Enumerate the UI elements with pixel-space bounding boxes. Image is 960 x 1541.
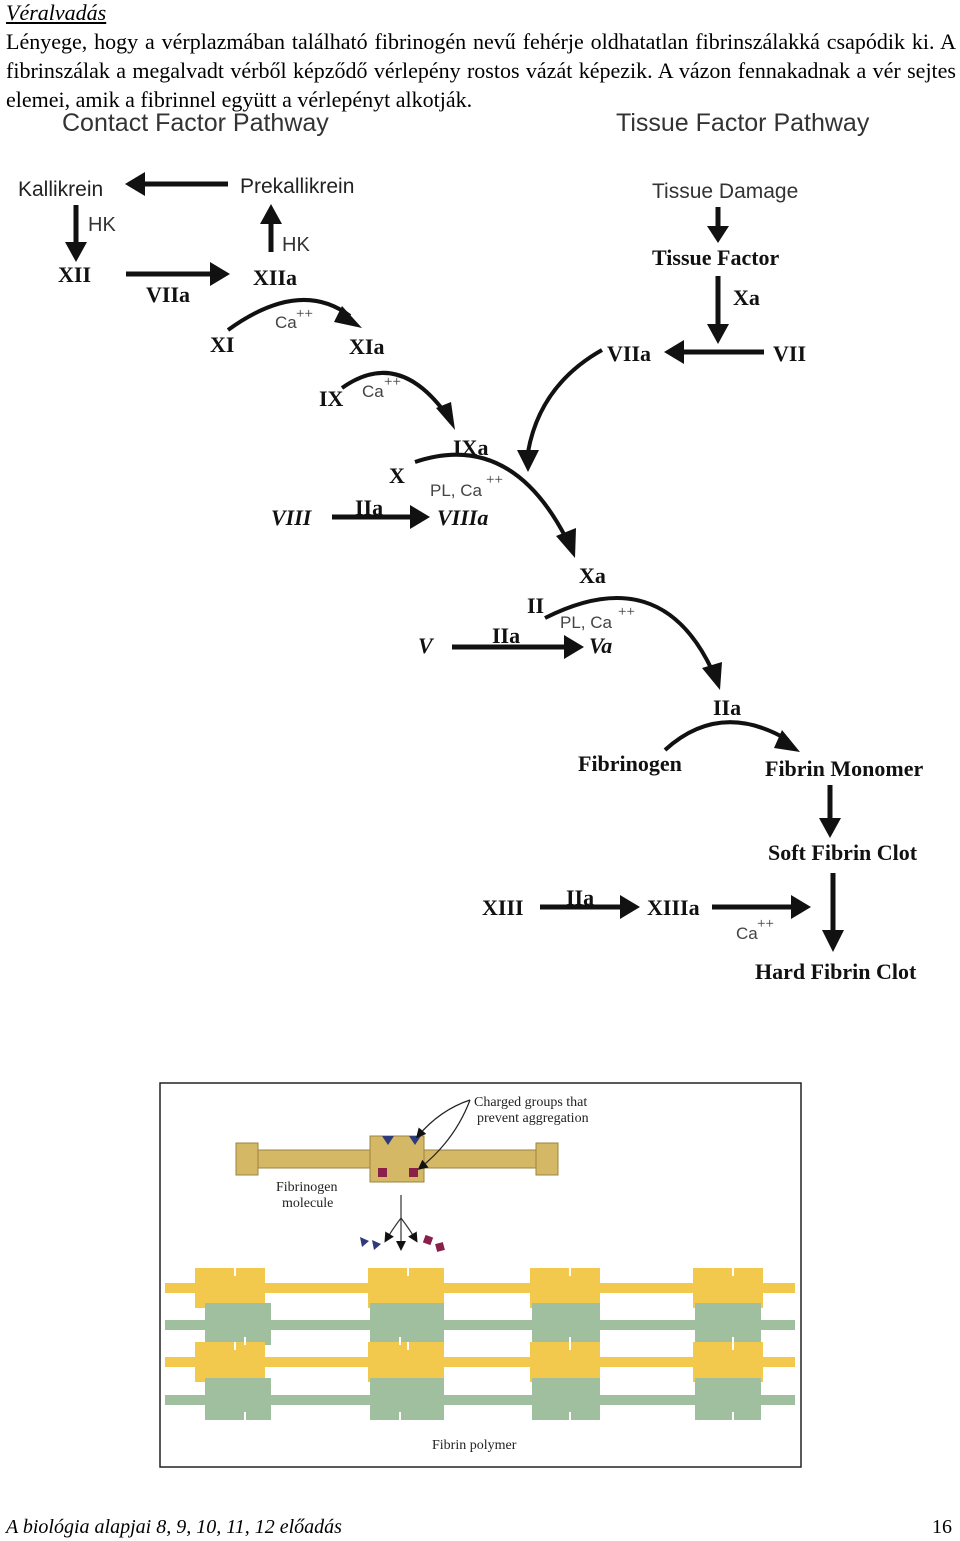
label-hk-2: HK: [282, 234, 310, 256]
label-tissue-factor: Tissue Factor: [652, 245, 780, 270]
arrowhead: [260, 204, 282, 224]
arrowhead: [65, 242, 87, 262]
label-v: V: [418, 633, 435, 658]
label-xa-right: Xa: [733, 285, 760, 310]
label-ix: IX: [319, 386, 344, 411]
label-tissue-damage: Tissue Damage: [652, 180, 798, 203]
charged-triangle: [382, 1136, 394, 1145]
label-xi: XI: [210, 332, 234, 357]
label-viii: VIII: [271, 505, 313, 530]
label-soft-clot: Soft Fibrin Clot: [768, 840, 918, 865]
label-viiia: VIIIa: [437, 505, 488, 530]
arrowhead: [125, 172, 145, 196]
label-iia-4: IIa: [566, 885, 594, 910]
arrowhead: [556, 528, 576, 558]
label-ca-3: Ca: [736, 924, 758, 943]
label-fibrinogen-molecule-1: Fibrinogen: [276, 1180, 337, 1195]
arrowhead: [819, 818, 841, 838]
superscript: ++: [486, 472, 503, 488]
cleavage-arrow: [400, 1217, 418, 1243]
curve-viia-xa: [526, 348, 603, 453]
superscript: ++: [296, 306, 313, 322]
label-ca-1: Ca: [275, 313, 297, 332]
page-number: 16: [932, 1516, 952, 1538]
label-hk-1: HK: [88, 214, 116, 236]
pointer-line: [416, 1099, 471, 1139]
arrowhead: [822, 930, 844, 952]
arrowhead: [707, 324, 729, 344]
label-fibrin-monomer: Fibrin Monomer: [765, 756, 923, 781]
label-fibrinogen-molecule-2: molecule: [282, 1196, 333, 1211]
label-vii: VII: [773, 341, 806, 366]
label-viia-right: VIIa: [607, 341, 651, 366]
label-ca-2: Ca: [362, 382, 384, 401]
label-pl-ca-2: PL, Ca: [560, 613, 613, 632]
superscript: ++: [757, 916, 774, 932]
label-iia-1: IIa: [355, 495, 383, 520]
arrowhead: [664, 340, 684, 364]
label-ii: II: [527, 593, 544, 618]
label-hard-clot: Hard Fibrin Clot: [755, 959, 917, 984]
released-square: [435, 1242, 445, 1252]
label-xa: Xa: [579, 563, 606, 588]
label-charged-groups-2: prevent aggregation: [477, 1111, 589, 1126]
label-xii: XII: [58, 262, 91, 287]
released-square: [422, 1234, 434, 1246]
label-prekallikrein: Prekallikrein: [240, 175, 354, 198]
arrowhead: [791, 895, 811, 919]
arrowhead: [410, 505, 430, 529]
label-xiii: XIII: [482, 895, 524, 920]
superscript: ++: [384, 374, 401, 390]
cleavage-arrow: [384, 1217, 402, 1243]
fibrinogen-molecule: [235, 1135, 559, 1183]
arrowhead: [517, 450, 539, 472]
arrowhead: [707, 226, 729, 243]
contact-pathway-header: Contact Factor Pathway: [62, 109, 329, 137]
curve-fibrinogen-monomer: [663, 720, 790, 752]
label-va: Va: [589, 633, 612, 658]
pointer-line: [417, 1099, 471, 1170]
label-charged-groups-1: Charged groups that: [474, 1095, 587, 1110]
page-title: Véralvadás: [6, 0, 107, 25]
label-fibrinogen: Fibrinogen: [578, 751, 682, 776]
charged-square: [378, 1168, 387, 1177]
label-xia: XIa: [349, 334, 384, 359]
label-iia-3: IIa: [713, 695, 741, 720]
arrowhead: [620, 895, 640, 919]
label-xiia: XIIa: [253, 265, 297, 290]
arrowhead: [564, 635, 584, 659]
superscript: ++: [618, 604, 635, 620]
label-kallikrein: Kallikrein: [18, 178, 103, 201]
charged-square: [409, 1168, 418, 1177]
label-iia-2: IIa: [492, 623, 520, 648]
arrowhead: [774, 730, 800, 752]
footer-course: A biológia alapjai 8, 9, 10, 11, 12 előa…: [6, 1516, 342, 1538]
label-x: X: [389, 463, 405, 488]
curve-ix-ixa: [340, 371, 448, 416]
arrowhead: [334, 306, 362, 328]
arrowhead: [436, 402, 455, 430]
label-fibrin-polymer: Fibrin polymer: [432, 1438, 517, 1453]
released-triangle: [360, 1237, 369, 1247]
tissue-pathway-header: Tissue Factor Pathway: [616, 109, 870, 137]
label-xiiia: XIIIa: [647, 895, 700, 920]
arrowhead: [210, 262, 230, 286]
arrowhead: [702, 662, 722, 690]
curve-xi-xia: [226, 297, 352, 332]
label-viia-left: VIIa: [146, 282, 190, 307]
curve-ii-iia: [544, 596, 714, 671]
fibrin-polymer: [165, 1268, 795, 1420]
label-pl-ca-1: PL, Ca: [430, 481, 483, 500]
curve-x-xa: [414, 452, 568, 539]
intro-paragraph: Lényege, hogy a vérplazmában található f…: [6, 29, 956, 112]
released-triangle: [372, 1240, 381, 1250]
